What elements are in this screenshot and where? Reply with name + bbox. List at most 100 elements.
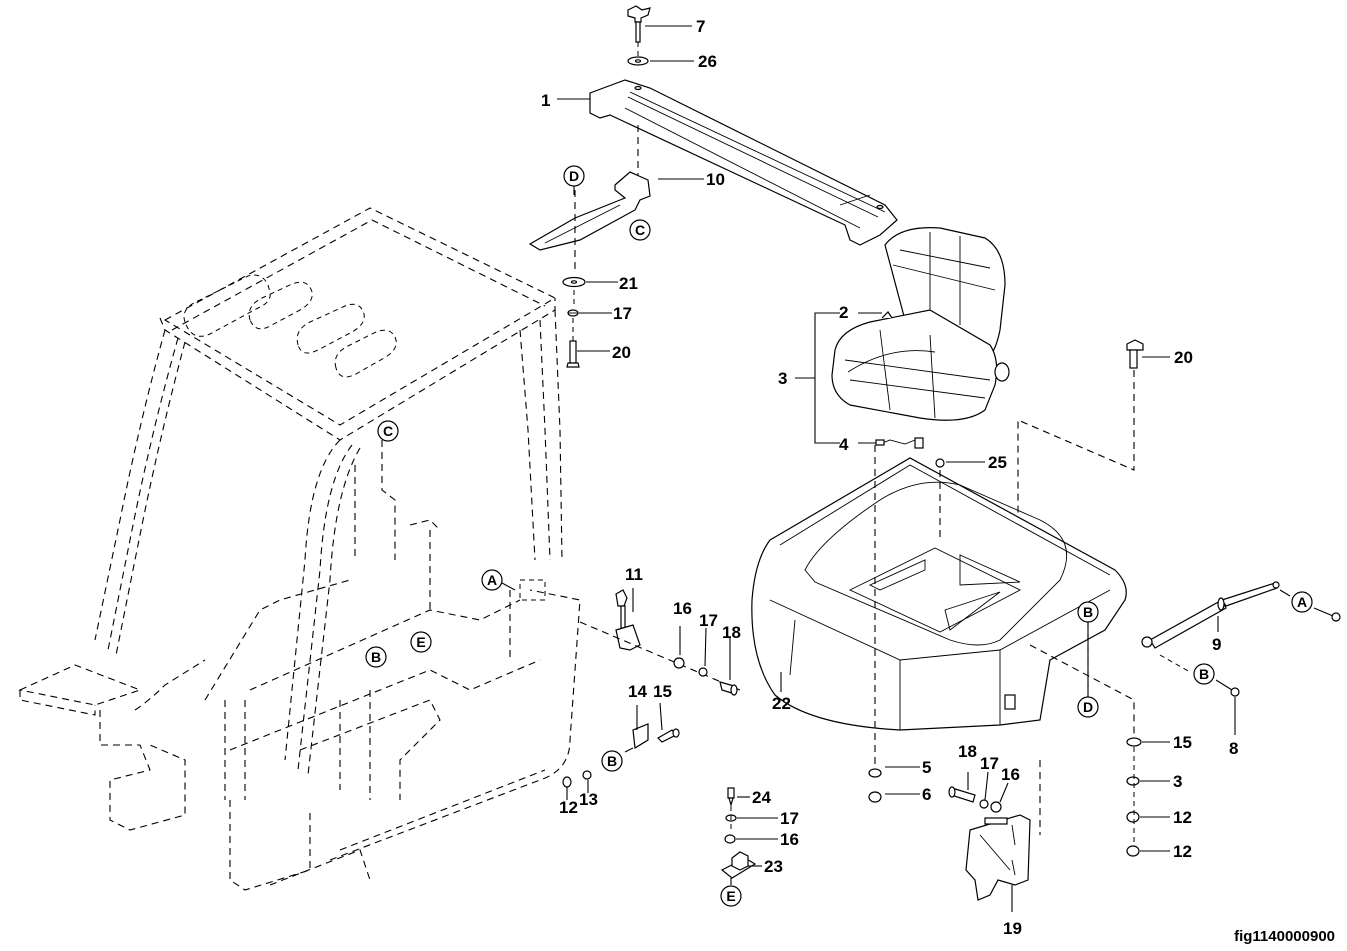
ref-marker-D-top: D [563,165,585,187]
part-7-knob [627,5,651,43]
svg-text:D: D [1083,699,1093,715]
svg-text:B: B [1199,666,1209,682]
callout-16: 16 [673,599,692,618]
part-12-nut-c [1126,845,1140,857]
part-3-washer [1126,776,1140,786]
part-1-overhead-cover [589,79,898,246]
part-17-lockwasher-b [698,667,708,677]
callout-4: 4 [839,435,849,454]
part-9-gas-strut [1141,581,1280,649]
part-5-washer [868,768,882,778]
callout-11: 11 [625,565,643,584]
callout-5: 5 [922,758,931,777]
callout-6: 6 [922,785,931,804]
callout-13: 13 [579,790,598,809]
callout-18-b: 18 [958,742,977,761]
part-16-washer-c [990,801,1002,813]
ref-marker-B-clip: B [601,750,623,772]
callout-10: 10 [706,170,725,189]
svg-text:A: A [1297,594,1307,610]
callout-21: 21 [619,274,638,293]
part-14-clip [632,723,649,750]
callout-12-c: 12 [1173,842,1192,861]
callout-labels: 7 26 1 10 21 17 20 2 3 4 25 20 11 16 17 … [541,17,1238,938]
svg-text:D: D [569,168,579,184]
callout-23: 23 [764,857,783,876]
callout-1: 1 [541,91,550,110]
part-11-latch [615,589,641,651]
part-15-bolt [657,728,680,743]
svg-text:B: B [607,753,617,769]
svg-text:E: E [416,634,425,650]
callout-17-d: 17 [980,754,999,773]
part-20-bolt-right [1126,339,1144,369]
ref-marker-C-bracket: C [629,219,651,241]
callout-15: 15 [653,682,672,701]
callout-26: 26 [698,52,717,71]
ref-marker-B-strut: B [1193,663,1215,685]
callout-12-b: 12 [1173,808,1192,827]
overhead-guard-frame [18,207,581,891]
ref-marker-A-strut: A [1291,591,1313,613]
part-15-washer [1126,737,1142,747]
svg-text:C: C [635,222,645,238]
svg-text:B: B [1083,604,1093,620]
part-12-nut-b [1126,811,1140,823]
ref-marker-E-frame: E [410,631,432,653]
svg-text:E: E [726,888,735,904]
part-20-bolt [566,340,580,368]
callout-8: 8 [1229,739,1238,758]
callout-14: 14 [628,682,647,701]
part-13-washer [582,770,592,780]
ref-marker-E-bracket: E [720,885,742,907]
part-10-bracket [528,171,651,251]
svg-text:A: A [487,572,497,588]
part-23-bracket [720,851,757,879]
part-16-washer [673,657,685,669]
part-26-washer [627,56,649,66]
callout-18: 18 [722,623,741,642]
part-6-nut [868,791,882,803]
callout-24: 24 [752,788,771,807]
part-22-hood [751,457,1127,731]
callout-15-b: 15 [1173,733,1192,752]
part-25-plug [935,458,945,468]
part-17-lockwasher-d [979,799,989,809]
figure-id: fig1140000900 [1234,928,1335,945]
svg-text:B: B [371,649,381,665]
ref-marker-D-hood: D [1077,696,1099,718]
part-18-pin [719,681,738,696]
part-nut-a [1331,612,1341,622]
callout-3: 3 [778,369,787,388]
part-3-seat [831,227,1010,449]
callout-7: 7 [696,17,705,36]
part-12-nut [562,776,572,788]
callout-16-c: 16 [1001,765,1020,784]
callout-17-b: 17 [699,611,718,630]
callout-19: 19 [1003,919,1022,938]
part-18-pin-b [948,786,976,803]
part-17-lockwasher [567,309,579,317]
part-8-nut [1230,687,1240,697]
callout-2: 2 [839,303,848,322]
ref-marker-C-frame: C [377,420,399,442]
svg-text:C: C [383,423,393,439]
ref-marker-B-frame: B [365,646,387,668]
part-24-screw [727,787,735,808]
callout-20: 20 [612,343,631,362]
callout-16-b: 16 [780,830,799,849]
callout-22: 22 [772,694,791,713]
callout-17-c: 17 [780,809,799,828]
callout-20-right: 20 [1174,348,1193,367]
callout-9: 9 [1212,635,1221,654]
callout-17: 17 [613,304,632,323]
ref-marker-B-hood: B [1077,601,1099,623]
callout-12: 12 [559,798,578,817]
part-16-washer-b [724,834,736,844]
ref-marker-A-frame: A [481,569,503,591]
part-21-washer [562,276,586,288]
part-19-hood-latch [965,814,1031,901]
callout-25: 25 [988,453,1007,472]
callout-3-b: 3 [1173,772,1182,791]
